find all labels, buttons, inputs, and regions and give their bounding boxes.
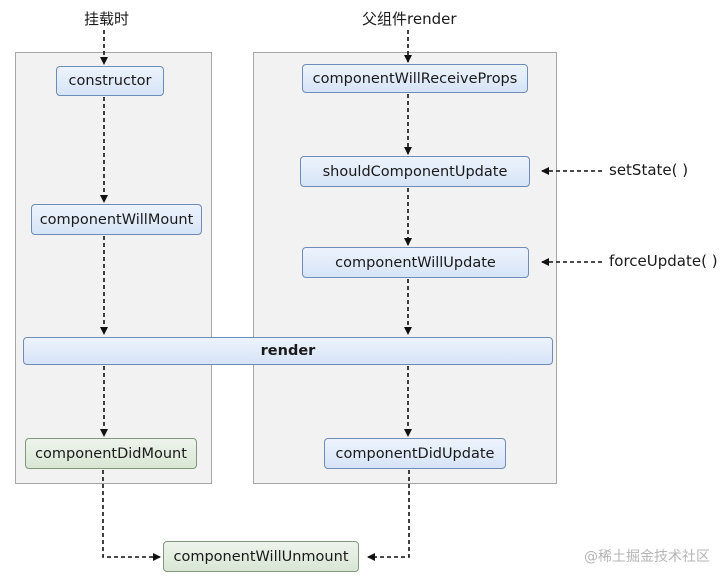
- setstate-label: setState( ): [609, 161, 689, 179]
- forceupdate-label: forceUpdate( ): [609, 252, 718, 270]
- render-node: render: [23, 337, 553, 365]
- parent-render-label: 父组件render: [362, 10, 457, 28]
- arrow-didmount-to-unmount: [102, 470, 161, 561]
- component-did-update-node: componentDidUpdate: [324, 438, 506, 469]
- should-component-update-node: shouldComponentUpdate: [300, 156, 530, 187]
- component-will-receive-props-node: componentWillReceiveProps: [302, 64, 528, 93]
- component-will-update-node: componentWillUpdate: [302, 247, 529, 278]
- mount-phase-label: 挂载时: [84, 10, 130, 28]
- component-did-mount-node: componentDidMount: [25, 438, 197, 469]
- component-will-unmount-node: componentWillUnmount: [163, 541, 359, 572]
- mount-panel: [15, 52, 212, 484]
- watermark: @稀土掘金技术社区: [584, 549, 710, 565]
- arrow-didupdate-to-unmount: [367, 470, 410, 561]
- component-will-mount-node: componentWillMount: [31, 204, 202, 235]
- constructor-node: constructor: [56, 66, 164, 96]
